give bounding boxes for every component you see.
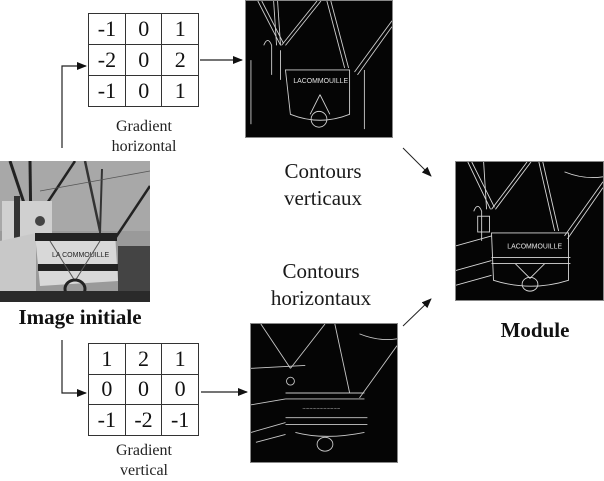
vertical-edges-image: LACOMMOUILLE xyxy=(245,0,393,138)
input-image: LA COMMOUILLE xyxy=(0,161,150,302)
svg-text:LACOMMOUILLE: LACOMMOUILLE xyxy=(293,78,348,85)
kernel-gradient-horizontal: -1 0 1 -2 0 2 -1 0 1 xyxy=(88,13,199,107)
kernel-cell: 2 xyxy=(161,44,199,76)
svg-text:~~~~~~~~~~~: ~~~~~~~~~~~ xyxy=(302,407,341,413)
kernel-cell: -1 xyxy=(161,404,199,436)
label-line: Contours xyxy=(282,259,360,283)
kernel-cell: -2 xyxy=(88,44,126,76)
vertical-edges-label: Contours verticaux xyxy=(258,158,388,212)
boat-name-text: LA COMMOUILLE xyxy=(52,252,110,259)
kernel-cell: -1 xyxy=(88,13,126,45)
kernel-cell: 0 xyxy=(88,373,126,406)
label-line: verticaux xyxy=(283,186,363,210)
kernel-cell: 1 xyxy=(161,75,199,107)
arrow-vertical-edges-to-module xyxy=(402,147,432,177)
caption-gradient-horizontal: Gradient horizontal xyxy=(88,117,200,157)
caption-line: Gradient xyxy=(116,118,172,135)
kernel-cell: 1 xyxy=(161,13,199,45)
kernel-cell: 0 xyxy=(124,75,163,107)
horizontal-edges-image: ~~~~~~~~~~~ xyxy=(250,323,398,463)
caption-line: vertical xyxy=(120,462,168,479)
arrow-input-to-horizontal-kernel xyxy=(61,62,87,148)
label-line: horizontaux xyxy=(270,286,372,310)
kernel-cell: -1 xyxy=(88,404,126,436)
kernel-cell: 1 xyxy=(88,343,126,375)
caption-gradient-vertical: Gradient vertical xyxy=(88,441,200,481)
kernel-cell: 0 xyxy=(124,373,163,406)
label-line: Contours xyxy=(284,159,362,183)
horizontal-edges-label: Contours horizontaux xyxy=(246,258,396,312)
kernel-cell: 1 xyxy=(161,343,199,375)
input-image-title: Image initiale xyxy=(18,305,142,329)
magnitude-title: Module xyxy=(500,318,570,342)
kernel-cell: 0 xyxy=(124,13,163,45)
caption-line: horizontal xyxy=(111,138,177,155)
kernel-cell: -2 xyxy=(124,404,163,436)
kernel-gradient-vertical: 1 2 1 0 0 0 -1 -2 -1 xyxy=(88,343,199,436)
svg-text:LACOMMOUILLE: LACOMMOUILLE xyxy=(507,244,562,251)
kernel-cell: 0 xyxy=(124,44,163,76)
caption-line: Gradient xyxy=(116,442,172,459)
kernel-cell: 0 xyxy=(161,373,199,406)
arrow-input-to-vertical-kernel xyxy=(61,340,87,397)
arrow-horizontal-edges-to-module xyxy=(402,298,432,327)
kernel-cell: -1 xyxy=(88,75,126,107)
magnitude-image: LACOMMOUILLE xyxy=(455,161,604,301)
kernel-cell: 2 xyxy=(124,343,163,375)
